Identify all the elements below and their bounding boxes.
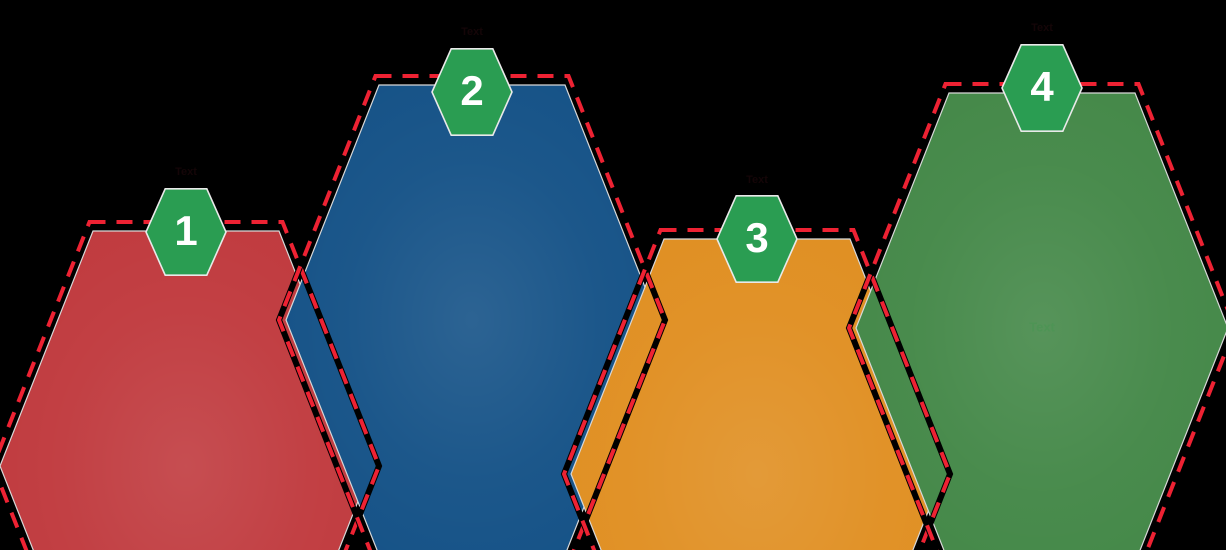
hexagon-tile[interactable]: Text (855, 92, 1226, 550)
selection-outline[interactable] (275, 73, 669, 550)
number-badge-hexagon[interactable] (431, 47, 513, 136)
hexagon-tile[interactable] (0, 230, 373, 550)
tile-caption-label: Text (1031, 22, 1053, 34)
selection-outline[interactable] (560, 227, 954, 550)
tile-caption-label: Text (746, 174, 768, 186)
selection-outline-dash[interactable] (276, 74, 668, 550)
selection-outline[interactable] (0, 219, 383, 550)
hexagon-tile[interactable] (285, 84, 659, 550)
tile-caption-label: Text (175, 166, 197, 178)
tile-badge-group[interactable]: Text 4 (1001, 22, 1083, 132)
number-badge-text: 3 (745, 214, 768, 261)
hexagon-inner-label: Text (1029, 319, 1055, 334)
number-badge-hexagon[interactable] (145, 188, 227, 277)
number-badge-hexagon[interactable] (716, 195, 798, 284)
selection-outline-dash[interactable] (0, 220, 382, 550)
number-badge-text: 1 (174, 207, 197, 254)
hexagon-tile-sheen (286, 85, 658, 550)
tile-caption-label: Text (461, 26, 483, 38)
selection-outline[interactable] (845, 81, 1226, 550)
selection-outline-dash[interactable] (561, 228, 953, 550)
tile-badge-group[interactable]: Text 3 (716, 174, 798, 284)
number-badge-text: 2 (460, 67, 483, 114)
tile-badge-group[interactable]: Text 2 (431, 26, 513, 136)
hexagon-tile-sheen (856, 93, 1226, 550)
tile-badge-group[interactable]: Text 1 (145, 166, 227, 277)
number-badge-text: 4 (1030, 63, 1054, 110)
hexagon-tile-sheen (0, 231, 372, 550)
number-badge-hexagon[interactable] (1001, 43, 1083, 132)
selection-outline-dash[interactable] (846, 82, 1226, 550)
